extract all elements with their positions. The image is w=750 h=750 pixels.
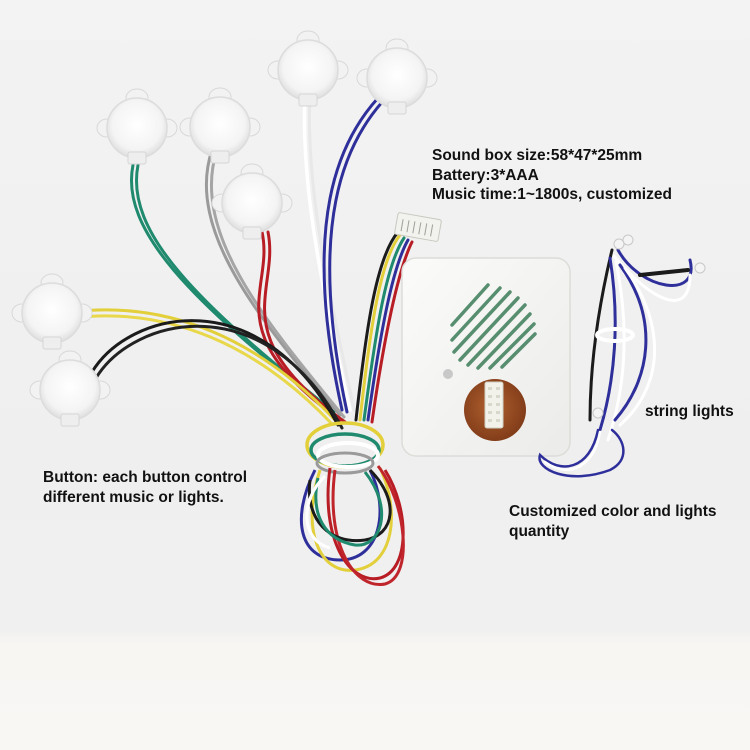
button-annotation: Button: each button control different mu… bbox=[43, 468, 247, 507]
customized-annotation-line1: Customized color and lights bbox=[509, 503, 717, 520]
push-buttons bbox=[11, 30, 438, 427]
string-lights-annotation: string lights bbox=[645, 403, 734, 420]
spec-battery: Battery:3*AAA bbox=[432, 166, 539, 184]
button-annotation-line2: different music or lights. bbox=[43, 488, 224, 506]
button-wires bbox=[70, 93, 414, 430]
string-lights bbox=[538, 234, 706, 478]
specs-annotation: Sound box size:58*47*25mm Battery:3*AAA … bbox=[432, 146, 672, 205]
button-annotation-line1: Button: each button control bbox=[43, 469, 248, 486]
wire-knot bbox=[299, 421, 405, 586]
box-connector bbox=[394, 212, 442, 242]
spec-size: Sound box size:58*47*25mm bbox=[432, 147, 643, 164]
customized-annotation: Customized color and lights quantity bbox=[509, 502, 717, 541]
customized-annotation-line2: quantity bbox=[509, 522, 570, 540]
spec-music-time: Music time:1~1800s, customized bbox=[432, 186, 672, 203]
sound-box bbox=[401, 257, 571, 457]
